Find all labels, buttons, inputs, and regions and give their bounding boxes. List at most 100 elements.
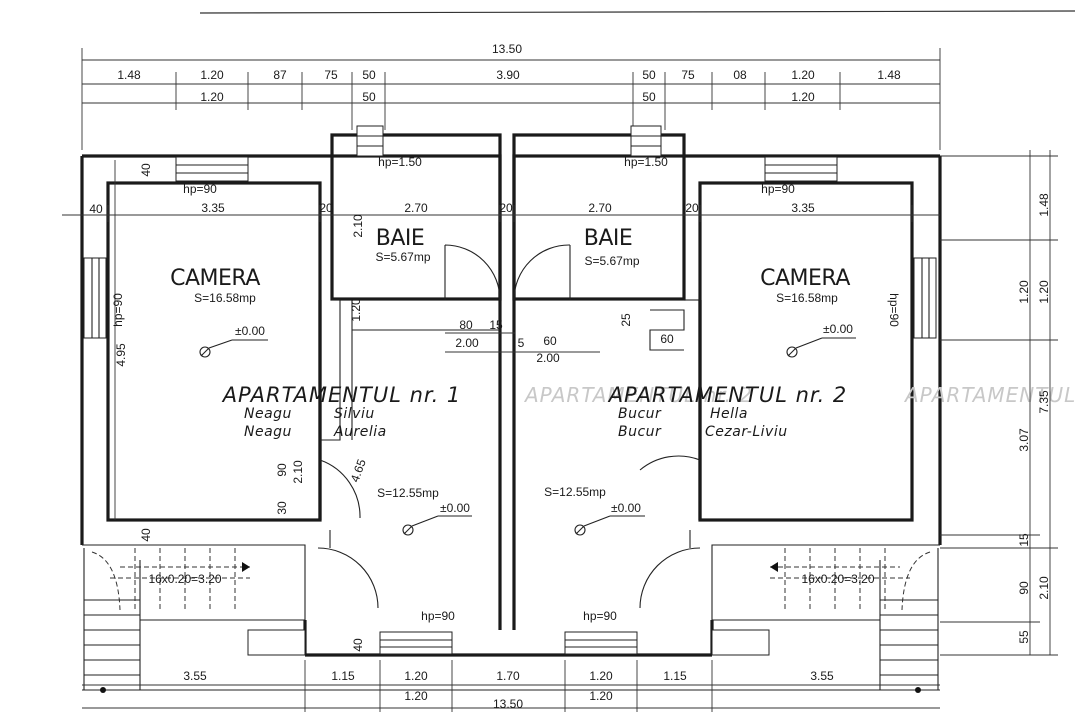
dim-top-6: 3.90 — [496, 68, 520, 82]
dim-overall-top: 13.50 — [492, 42, 522, 56]
dim-bottom-6: 1.15 — [663, 669, 687, 683]
room-area-baie-left: S=5.67mp — [375, 250, 430, 264]
dim-bottom-3: 1.20 — [404, 669, 428, 683]
stairs-left-label: 16x0.20=3.20 — [148, 572, 221, 586]
dim-bottom-2: 1.15 — [331, 669, 355, 683]
dim-top-1: 1.48 — [117, 68, 141, 82]
room-level-hall-right: ±0.00 — [611, 501, 641, 515]
dim-top-11: 1.48 — [877, 68, 901, 82]
dim-right-148: 1.48 — [1037, 193, 1051, 217]
hp-bath-left: hp=1.50 — [378, 155, 422, 169]
apartment-1-title: APARTAMENTUL nr. 1 — [221, 383, 462, 407]
stairs-right-label: 16x0.20=3.20 — [801, 572, 874, 586]
dim-top-row2-2: 50 — [362, 90, 376, 104]
dim-top-10: 1.20 — [791, 68, 815, 82]
dim-top-8: 75 — [681, 68, 695, 82]
dim-left-wall-40: 40 — [89, 202, 103, 216]
dim-right-735: 7.35 — [1037, 390, 1051, 414]
dim-top-4: 75 — [324, 68, 338, 82]
hp-room-left-top: hp=90 — [183, 182, 217, 196]
apartment-2-owner1-last: Hella — [710, 406, 748, 422]
apartment-2-title: APARTAMENTUL nr. 2 — [607, 383, 848, 407]
top-dimension-chain — [81, 48, 941, 150]
level-marker-hall-left — [402, 515, 472, 536]
dim-bottom-row2-1: 1.20 — [404, 689, 428, 703]
dim-left-90: 90 — [275, 463, 289, 477]
room-name-camera-right: CAMERA — [760, 266, 850, 291]
hp-room-right-top: hp=90 — [761, 182, 795, 196]
doors — [317, 244, 701, 609]
dim-left-bottom-40: 40 — [139, 528, 153, 542]
dim-overall-bottom: 13.50 — [493, 697, 523, 711]
room-area-camera-right: S=16.58mp — [776, 291, 838, 305]
dim-top-9: 08 — [733, 68, 747, 82]
hp-room-left-side: hp=90 — [111, 293, 125, 327]
dim-left-20b: 20 — [499, 201, 513, 215]
dim-right-60: 60 — [660, 332, 674, 346]
dim-bottom-4: 1.70 — [496, 669, 520, 683]
apartment-2-owner2-first: Bucur — [618, 424, 662, 440]
dim-hall-200-right: 2.00 — [536, 351, 560, 365]
dim-right-20a: 20 — [685, 201, 699, 215]
dim-top-row2-3: 50 — [642, 90, 656, 104]
dim-bottom-5: 1.20 — [589, 669, 613, 683]
dim-right-bath-width: 2.70 — [588, 201, 612, 215]
bleed-through-text-2: APARTAMENTUL nr. 1 — [903, 383, 1080, 407]
scan-edge-line — [199, 10, 1076, 14]
room-name-baie-right: BAIE — [584, 226, 633, 251]
dim-hall-200-left: 2.00 — [455, 336, 479, 350]
hp-hall-right: hp=90 — [583, 609, 617, 623]
right-staircase — [770, 548, 939, 693]
dim-bottom-1: 3.55 — [183, 669, 207, 683]
level-marker-camera-left — [199, 339, 268, 358]
level-marker-hall-right — [574, 515, 645, 536]
dim-right-90: 90 — [1017, 581, 1031, 595]
hp-room-right-side: hp=90 — [887, 293, 901, 327]
apartment-2-owner2-last: Cezar-Liviu — [705, 424, 788, 440]
dim-hall-60: 60 — [543, 334, 557, 348]
bottom-dimension-chain — [82, 660, 940, 712]
room-level-hall-left: ±0.00 — [440, 501, 470, 515]
windows — [83, 125, 937, 656]
dim-top-row2-1: 1.20 — [200, 90, 224, 104]
room-name-baie-left: BAIE — [376, 226, 425, 251]
left-apartment-walls — [106, 154, 502, 630]
dim-right-55: 55 — [1017, 630, 1031, 644]
dim-left-bath-height: 2.10 — [351, 214, 365, 238]
interior-dimension-line — [62, 160, 940, 520]
dim-left-120: 1.20 — [349, 298, 363, 322]
right-dimension-chain — [940, 150, 1058, 656]
dim-left-room-width: 3.35 — [201, 201, 225, 215]
room-area-hall-right: S=12.55mp — [544, 485, 606, 499]
dim-right-120-inner: 1.20 — [1017, 280, 1031, 304]
dim-top-3: 87 — [273, 68, 287, 82]
dim-right-room-width: 3.35 — [791, 201, 815, 215]
dim-right-307: 3.07 — [1017, 428, 1031, 452]
dim-right-210: 2.10 — [1037, 576, 1051, 600]
hp-bath-right: hp=1.50 — [624, 155, 668, 169]
dim-left-210: 2.10 — [291, 460, 305, 484]
dim-hall-15: 15 — [489, 318, 503, 332]
room-level-camera-right: ±0.00 — [823, 322, 853, 336]
dim-left-465: 4.65 — [348, 457, 369, 484]
dim-left-room-height: 4.95 — [114, 343, 128, 367]
exterior-walls — [80, 133, 942, 691]
dim-right-120-outer: 1.20 — [1037, 280, 1051, 304]
dim-top-2: 1.20 — [200, 68, 224, 82]
hp-hall-left: hp=90 — [421, 609, 455, 623]
apartment-1-owner1-last: Silviu — [334, 406, 375, 422]
dim-bottom-row2-2: 1.20 — [589, 689, 613, 703]
room-area-camera-left: S=16.58mp — [194, 291, 256, 305]
room-name-camera-left: CAMERA — [170, 266, 260, 291]
apartment-1-owner2-first: Neagu — [244, 424, 292, 440]
room-area-hall-left: S=12.55mp — [377, 486, 439, 500]
apartment-1-owner1-first: Neagu — [244, 406, 292, 422]
room-level-camera-left: ±0.00 — [235, 324, 265, 338]
apartment-1-owner2-last: Aurelia — [333, 424, 387, 440]
level-marker-camera-right — [786, 337, 856, 358]
dim-left-top-40: 40 — [139, 163, 153, 177]
dim-bottom-40: 40 — [351, 638, 365, 652]
room-area-baie-right: S=5.67mp — [584, 254, 639, 268]
dim-left-25: 25 — [619, 313, 633, 327]
